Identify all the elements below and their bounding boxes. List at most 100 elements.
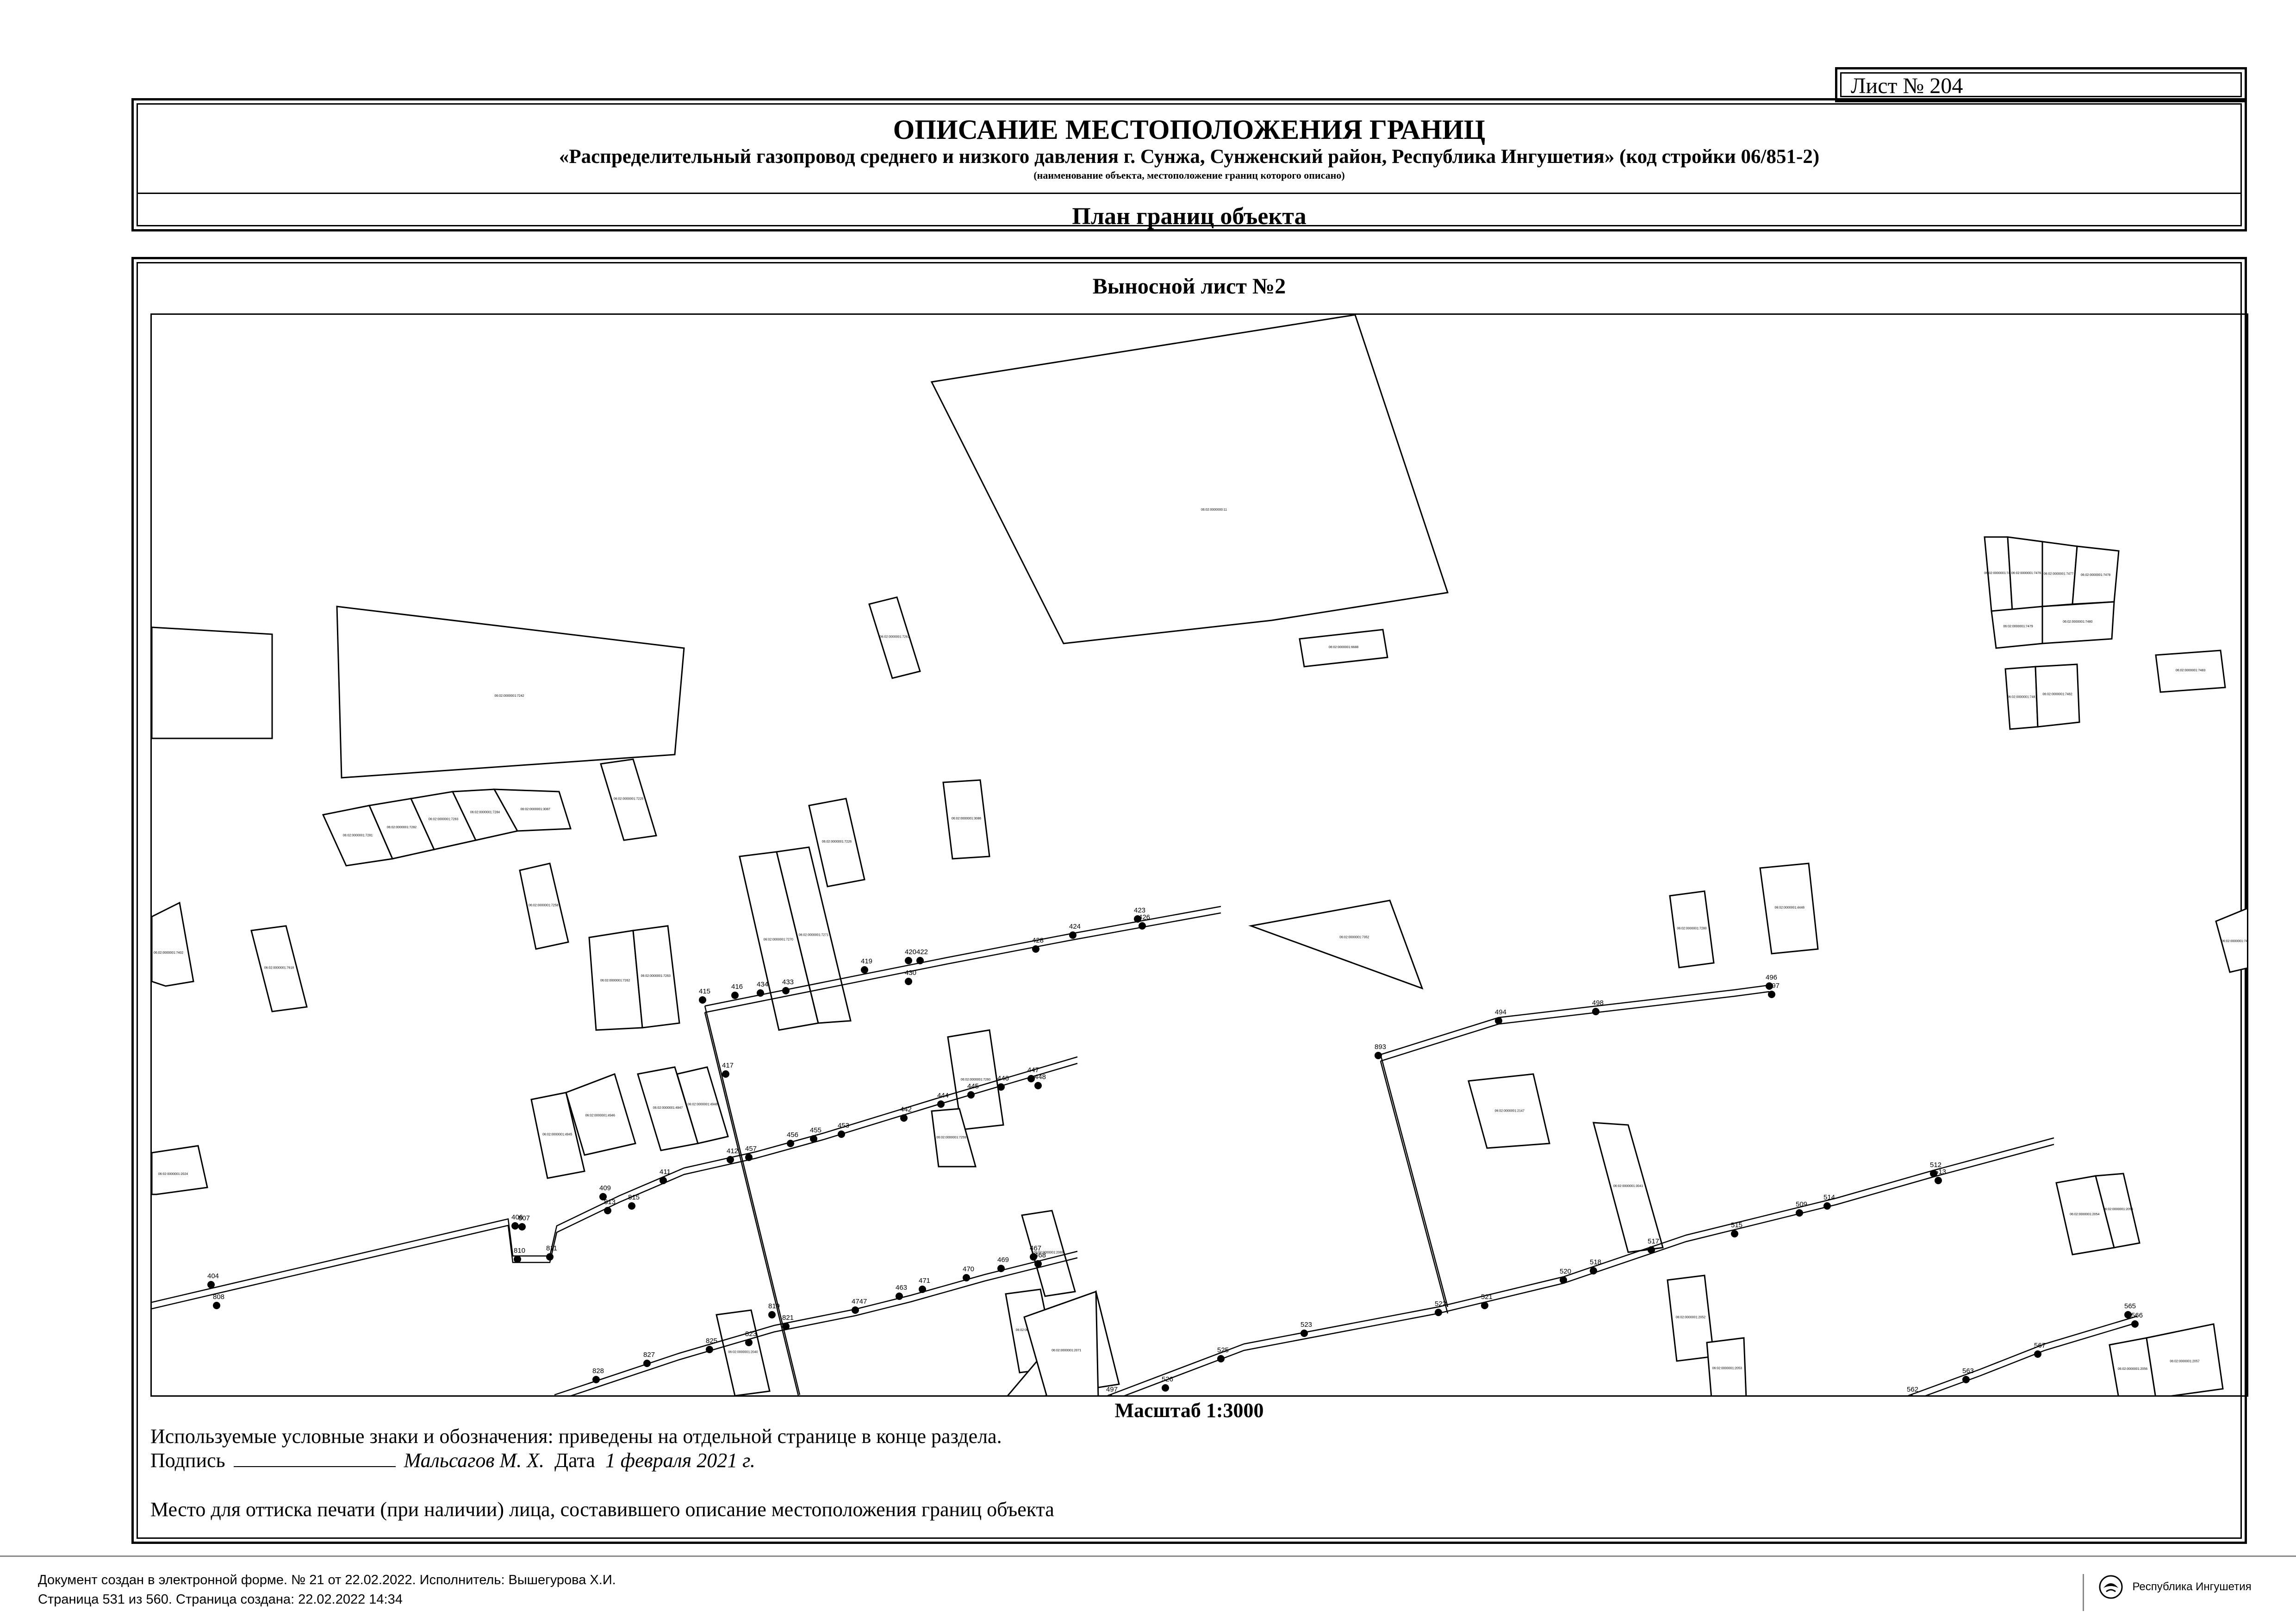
parcel-p-hut-1[interactable]: 06:02:0000001:7261	[868, 596, 921, 679]
parcel-p-left-2[interactable]: 06:02:0000001:7618	[250, 925, 308, 1012]
boundary-point[interactable]: 515	[1731, 1221, 1742, 1237]
boundary-point[interactable]: 828	[592, 1367, 604, 1383]
boundary-point[interactable]: 411	[660, 1168, 671, 1184]
boundary-point[interactable]: 514	[1823, 1193, 1835, 1210]
parcel-p-ne-2[interactable]: 06:02:0000001:7476	[2007, 536, 2043, 612]
boundary-point[interactable]: 523	[1300, 1321, 1312, 1337]
boundary-point[interactable]: 497	[1106, 1386, 1118, 1397]
boundary-point[interactable]: 453	[838, 1122, 849, 1138]
boundary-point[interactable]: 494	[1495, 1008, 1506, 1024]
boundary-point[interactable]: 406	[511, 1213, 523, 1230]
boundary-point[interactable]: 810	[514, 1247, 525, 1263]
parcel-p-m-1[interactable]: 06:02:0000001:7258	[519, 862, 569, 950]
parcel-p-s-4[interactable]: 06:02:0000001:4948	[676, 1066, 729, 1144]
boundary-point[interactable]: 827	[643, 1351, 655, 1367]
parcel-p-tri[interactable]: 06:02:0000001:7352	[1248, 899, 1424, 990]
boundary-point[interactable]: 566	[2131, 1312, 2143, 1328]
boundary-point[interactable]: 446	[997, 1074, 1009, 1091]
boundary-point[interactable]: 434	[757, 981, 768, 997]
parcel-p-ne-3[interactable]: 06:02:0000001:7477	[2041, 541, 2078, 607]
boundary-point[interactable]: 565	[2124, 1302, 2136, 1318]
parcel-p-small-c[interactable]: 06:02:0000001:3086	[942, 779, 990, 860]
parcel-p-row-5[interactable]: 06:02:0000001:3087	[493, 788, 572, 832]
parcel-p-re-5[interactable]: 06:02:0000001:2057	[2146, 1323, 2224, 1397]
parcel-p-west-big[interactable]: 06:02:0000001:7242	[336, 606, 685, 779]
parcel-p-left-3[interactable]: 06:02:0000001:2024	[152, 1145, 208, 1195]
boundary-point[interactable]: 567	[2034, 1342, 2046, 1358]
parcel-p-s-1[interactable]: 06:02:0000001:4945	[530, 1092, 585, 1179]
boundary-point[interactable]: 496	[1766, 974, 1777, 990]
boundary-point[interactable]: 563	[1962, 1367, 1974, 1383]
boundary-point[interactable]: 428	[1032, 937, 1044, 953]
boundary-point[interactable]: 404	[207, 1272, 219, 1288]
boundary-point[interactable]: 457	[745, 1145, 757, 1161]
boundary-point[interactable]: 445	[967, 1082, 979, 1099]
parcel-p-m-3[interactable]: 06:02:0000001:7263	[632, 925, 680, 1029]
boundary-point[interactable]: 520	[1560, 1268, 1571, 1284]
boundary-point[interactable]: 471	[919, 1277, 930, 1293]
boundary-point[interactable]: 512	[1930, 1161, 1941, 1177]
boundary-point[interactable]: 513	[1935, 1168, 1946, 1184]
boundary-point[interactable]: 412	[727, 1147, 738, 1163]
boundary-point[interactable]: 470	[963, 1265, 974, 1281]
parcel-p-west-edge[interactable]	[152, 626, 273, 739]
boundary-point[interactable]: 468	[1034, 1251, 1046, 1268]
parcel-p-ne-8[interactable]: 06:02:0000001:7482	[2035, 663, 2080, 728]
parcel-p-e-1[interactable]: 06:02:0000001:2147	[1468, 1073, 1550, 1149]
boundary-point[interactable]: 808	[213, 1293, 224, 1309]
parcel-p-e-6[interactable]: 06:02:0000001:2053	[1706, 1337, 1747, 1397]
boundary-point[interactable]: 447	[1027, 1066, 1039, 1082]
boundary-point[interactable]: 430	[905, 969, 916, 985]
parcel-p-ne-7[interactable]: 06:02:0000001:7481	[2004, 666, 2039, 730]
boundary-point[interactable]: 409	[599, 1184, 611, 1200]
boundary-point[interactable]: 467	[1030, 1244, 1041, 1261]
boundary-point[interactable]: 4747	[852, 1298, 867, 1314]
boundary-point[interactable]: 423	[1134, 906, 1145, 923]
parcel-p-ne-5[interactable]: 06:02:0000001:7479	[1991, 606, 2043, 649]
parcel-p-s-5[interactable]: 06:02:0000001:7259	[931, 1108, 977, 1168]
parcel-p-b-2[interactable]: 06:02:0000001:2071	[1023, 1290, 1099, 1397]
boundary-point[interactable]: 444	[937, 1092, 949, 1108]
parcel-p-s-6[interactable]: 06:02:0000001:2065	[1021, 1210, 1076, 1297]
boundary-point[interactable]: 497	[1768, 982, 1780, 998]
boundary-point[interactable]: 509	[1796, 1200, 1807, 1217]
parcel-p-s-7[interactable]: 06:02:0000001:2040	[716, 1309, 771, 1396]
boundary-point[interactable]: 469	[997, 1256, 1009, 1272]
boundary-point[interactable]: 433	[782, 978, 794, 994]
boundary-point[interactable]: 518	[1590, 1258, 1601, 1274]
parcel-p-m-5[interactable]: 06:02:0000001:7271	[776, 846, 852, 1024]
boundary-point[interactable]: 517	[1648, 1237, 1659, 1254]
boundary-point[interactable]: 525	[1217, 1346, 1229, 1362]
boundary-point[interactable]: 521	[1481, 1293, 1493, 1309]
boundary-point[interactable]: 420	[905, 948, 916, 964]
boundary-point[interactable]: 811	[546, 1244, 557, 1261]
boundary-point[interactable]: 424	[1069, 923, 1081, 939]
parcel-p-left-1[interactable]: 06:02:0000001:7402	[152, 901, 194, 987]
parcel-p-small-b[interactable]: 06:02:0000001:7226	[808, 798, 865, 887]
boundary-point[interactable]: 821	[782, 1314, 794, 1330]
parcel-p-e-3[interactable]: 06:02:0000001:7280	[1669, 890, 1715, 968]
parcel-p-e-4[interactable]: 06:02:0000001:4448	[1759, 862, 1819, 955]
boundary-point[interactable]: 819	[768, 1302, 780, 1318]
boundary-point[interactable]: 463	[896, 1284, 907, 1300]
boundary-point[interactable]: 807	[518, 1214, 530, 1230]
parcel-p-e-2[interactable]: 06:02:0000001:3041	[1593, 1122, 1664, 1253]
boundary-point[interactable]: 825	[706, 1337, 717, 1353]
boundary-point[interactable]: 526	[1162, 1375, 1173, 1392]
parcel-p-ne-4[interactable]: 06:02:0000001:7478	[2072, 545, 2120, 605]
boundary-point[interactable]: 422	[916, 948, 928, 964]
boundary-point[interactable]: 893	[1375, 1043, 1386, 1059]
boundary-point[interactable]: 419	[861, 957, 872, 974]
parcel-p-re-1[interactable]: 06:02:0000001:7484	[2215, 907, 2248, 973]
parcel-p-re-3[interactable]: 06:02:0000001:2055	[2095, 1173, 2140, 1249]
boundary-point[interactable]: 415	[699, 987, 710, 1004]
boundary-point[interactable]: 426	[1139, 913, 1150, 930]
boundary-point[interactable]: 455	[810, 1126, 821, 1143]
boundary-point[interactable]: 813	[604, 1198, 616, 1214]
boundary-point[interactable]: 498	[1592, 999, 1604, 1015]
parcel-p-s-2[interactable]: 06:02:0000001:4946	[565, 1073, 636, 1156]
parcel-p-ne-9[interactable]: 06:02:0000001:7483	[2155, 650, 2226, 693]
parcel-p-re-4[interactable]: 06:02:0000001:2056	[2109, 1337, 2156, 1397]
boundary-point[interactable]: 416	[731, 983, 743, 999]
